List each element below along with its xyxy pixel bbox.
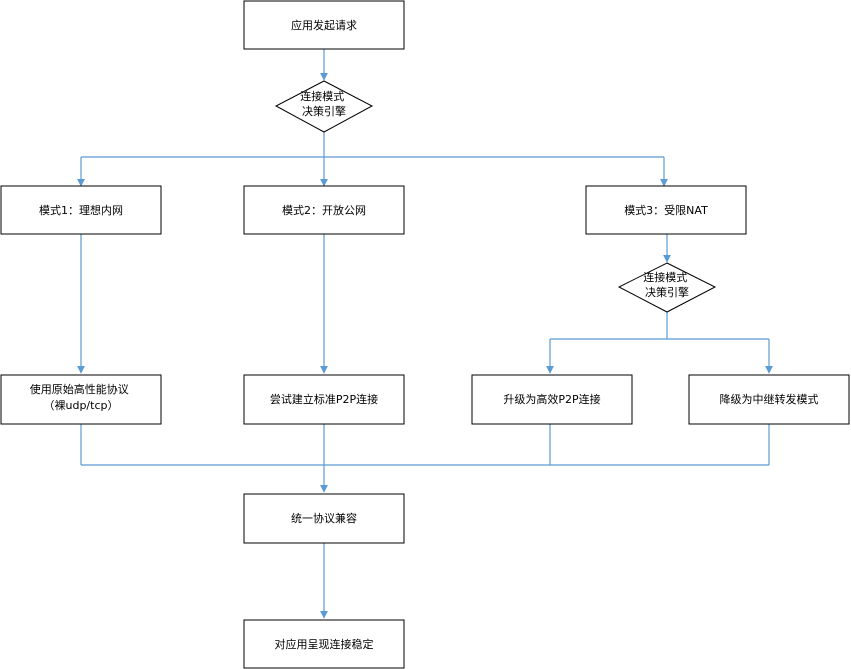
node-p2p-upgrade: 升级为高效P2P连接 [471,374,633,425]
node-mode1-label: 模式1：理想内网 [39,203,123,217]
node-mode3: 模式3：受限NAT [585,185,747,235]
node-p2p-standard: 尝试建立标准P2P连接 [243,374,405,425]
node-relay: 降级为中继转发模式 [688,374,850,425]
node-unified-protocol: 统一协议兼容 [243,493,405,544]
connectors [77,49,773,619]
node-stable-connection-label: 对应用呈现连接稳定 [275,637,374,651]
decision-engine-1: 连接模式 决策引擎 [274,80,374,133]
decision-engine-2-label: 连接模式 决策引擎 [643,271,691,299]
node-native-protocol-label: 使用原始高性能协议 （裸udp/tcp） [30,382,133,412]
decision-engine-1-label: 连接模式 决策引擎 [300,90,348,118]
node-mode2: 模式2：开放公网 [243,185,405,235]
node-mode1: 模式1：理想内网 [0,185,162,235]
node-mode2-label: 模式2：开放公网 [282,203,366,217]
decision-engine-2: 连接模式 决策引擎 [617,262,717,313]
node-stable-connection: 对应用呈现连接稳定 [243,619,405,669]
node-unified-protocol-label: 统一协议兼容 [291,511,357,525]
node-start: 应用发起请求 [243,0,405,50]
node-start-label: 应用发起请求 [291,18,357,32]
node-p2p-standard-label: 尝试建立标准P2P连接 [270,392,378,406]
node-relay-label: 降级为中继转发模式 [720,392,819,406]
node-mode3-label: 模式3：受限NAT [624,204,708,217]
node-native-protocol: 使用原始高性能协议 （裸udp/tcp） [0,374,162,425]
node-p2p-upgrade-label: 升级为高效P2P连接 [503,392,600,406]
